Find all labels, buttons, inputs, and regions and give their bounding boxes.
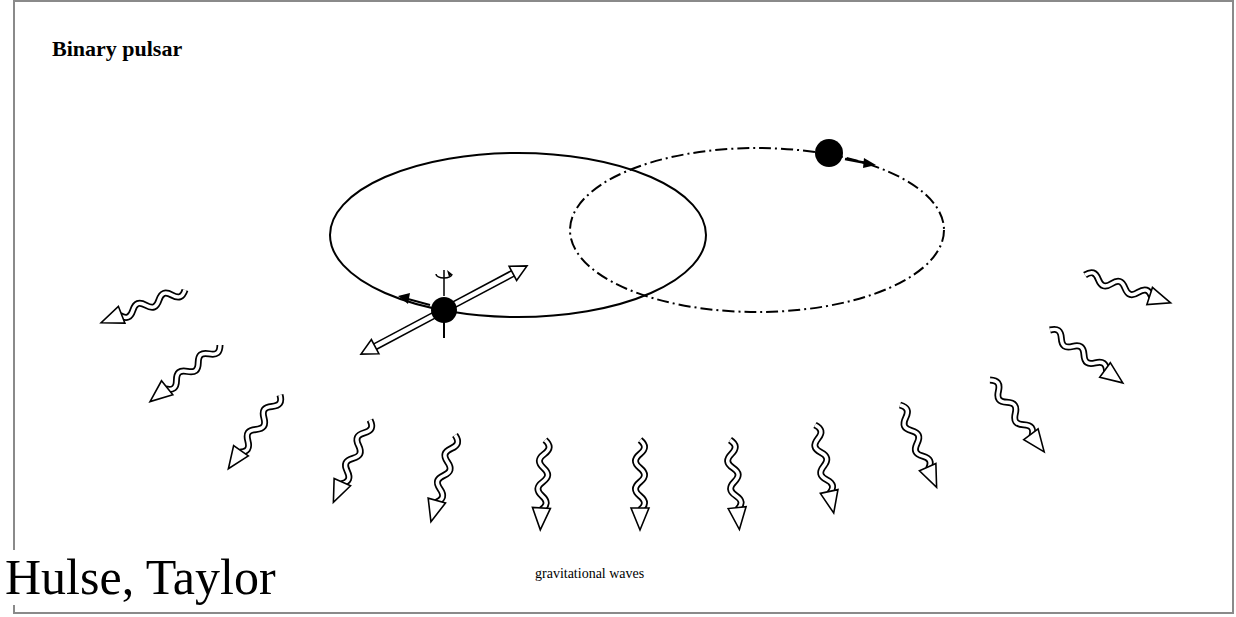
companion-velocity-arrow bbox=[845, 158, 876, 168]
companion-orbit bbox=[570, 148, 944, 312]
pulsar-orbit bbox=[330, 153, 706, 317]
frame bbox=[14, 1, 1233, 613]
gravitational-wave-arrows bbox=[98, 266, 1173, 530]
citation: Hulse, Taylor bbox=[3, 550, 280, 605]
pulsar bbox=[431, 297, 457, 323]
diagram-title: Binary pulsar bbox=[52, 36, 182, 62]
pulsar-beams bbox=[357, 259, 531, 361]
wave-label: gravitational waves bbox=[535, 566, 644, 582]
companion-star bbox=[815, 139, 843, 167]
